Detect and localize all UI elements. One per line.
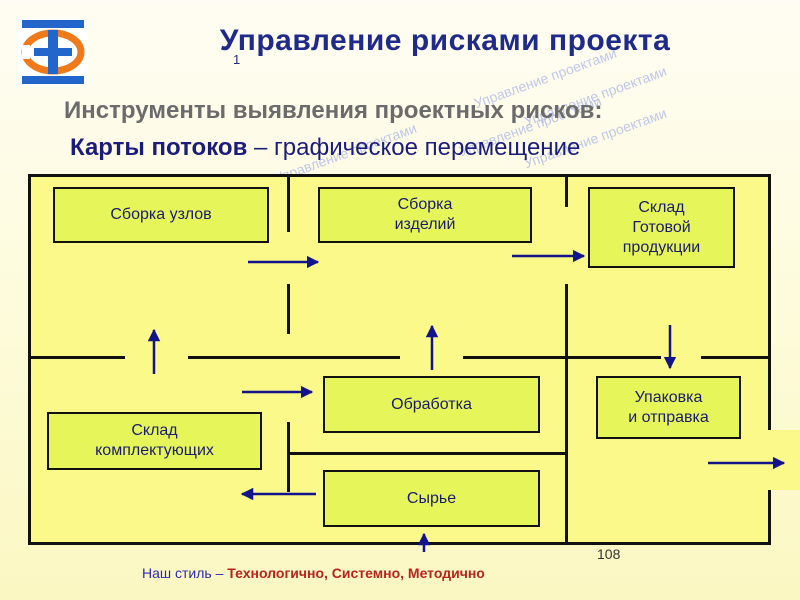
wall	[287, 452, 565, 455]
footer-slogan: Наш стиль – Технологично, Системно, Мето…	[142, 565, 485, 581]
wall	[287, 284, 290, 334]
subtitle-rest: – графическое перемещение	[247, 134, 581, 161]
page-number: 108	[597, 546, 621, 562]
page-title: Управление рисками проекта	[219, 24, 671, 57]
node-packing: Упаковка и отправка	[596, 376, 741, 439]
wall	[188, 356, 400, 359]
subtitle-line2: Карты потоков – графическое перемещение	[70, 134, 580, 162]
footer-highlight: Технологично, Системно, Методично	[227, 565, 485, 581]
wall	[287, 177, 290, 232]
node-raw-materials: Сырье	[323, 470, 540, 527]
title-mark: 1	[233, 52, 241, 67]
wall	[565, 284, 568, 542]
wall	[463, 356, 661, 359]
company-logo-icon	[18, 18, 88, 86]
wall	[287, 422, 290, 492]
node-finished-goods: Склад Готовой продукции	[588, 187, 735, 268]
footer-prefix: Наш стиль –	[142, 565, 228, 581]
subtitle-bold: Карты потоков	[70, 134, 248, 161]
node-processing: Обработка	[323, 376, 540, 433]
node-assembly-units: Сборка узлов	[53, 187, 269, 243]
wall	[31, 356, 125, 359]
wall	[565, 177, 568, 207]
node-components-warehouse: Склад комплектующих	[47, 412, 262, 470]
wall	[701, 356, 768, 359]
subtitle: Инструменты выявления проектных рисков:	[64, 97, 603, 124]
node-assembly-products: Сборка изделий	[318, 187, 532, 243]
